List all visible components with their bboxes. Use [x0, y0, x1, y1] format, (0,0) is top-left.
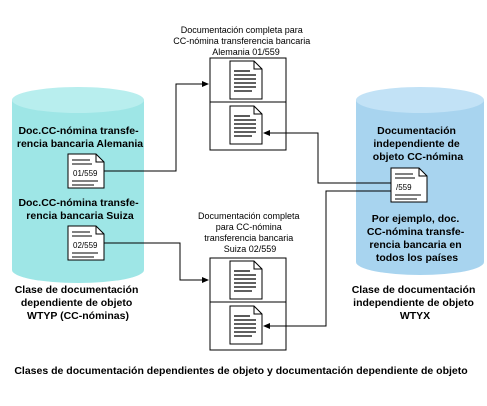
bottom-folder: Documentación completa para CC-nómina tr…: [198, 211, 302, 351]
document-icon: /559: [390, 167, 428, 203]
top-folder-caption: Documentación completa para CC-nómina tr…: [173, 25, 313, 57]
right-cylinder-top: [356, 87, 484, 113]
left-cylinder-top: [12, 87, 144, 113]
right-cylinder-title: Documentación independiente de objeto CC…: [373, 125, 464, 163]
top-folder: Documentación completa para CC-nómina tr…: [173, 25, 313, 151]
connector-right-doc-to-bottom-folder: [263, 190, 391, 329]
left-cylinder-caption: Clase de documentación dependiente de ob…: [15, 284, 142, 322]
left-cylinder-body: [12, 100, 144, 283]
doc-ch-title: Doc.CC-nómina transfe- rencia bancaria S…: [18, 197, 141, 222]
doc-de-title: Doc.CC-nómina transfe- rencia bancaria A…: [17, 125, 143, 150]
connector-right-doc-to-top-folder: [263, 130, 391, 184]
document-icon: 02/559: [67, 225, 105, 261]
right-cylinder-caption: Clase de documentación independiente de …: [352, 284, 479, 322]
document-icon: 01/559: [67, 153, 105, 189]
right-doc-id: /559: [396, 183, 412, 192]
doc-ch-id: 02/559: [73, 241, 98, 250]
document-icon: [229, 260, 263, 300]
document-icon: [229, 305, 263, 345]
doc-de-id: 01/559: [73, 169, 98, 178]
right-cylinder-example: Por ejemplo, doc. CC-nómina transfe- ren…: [367, 213, 467, 264]
document-icon: [229, 105, 263, 145]
left-cylinder: [12, 87, 144, 283]
connector-doc-de-to-top-folder: [104, 81, 209, 172]
document-icon: [229, 60, 263, 100]
figure-caption: Clases de documentación dependientes de …: [14, 365, 467, 377]
connector-doc-ch-to-bottom-folder: [104, 242, 209, 283]
bottom-folder-caption: Documentación completa para CC-nómina tr…: [198, 211, 302, 254]
